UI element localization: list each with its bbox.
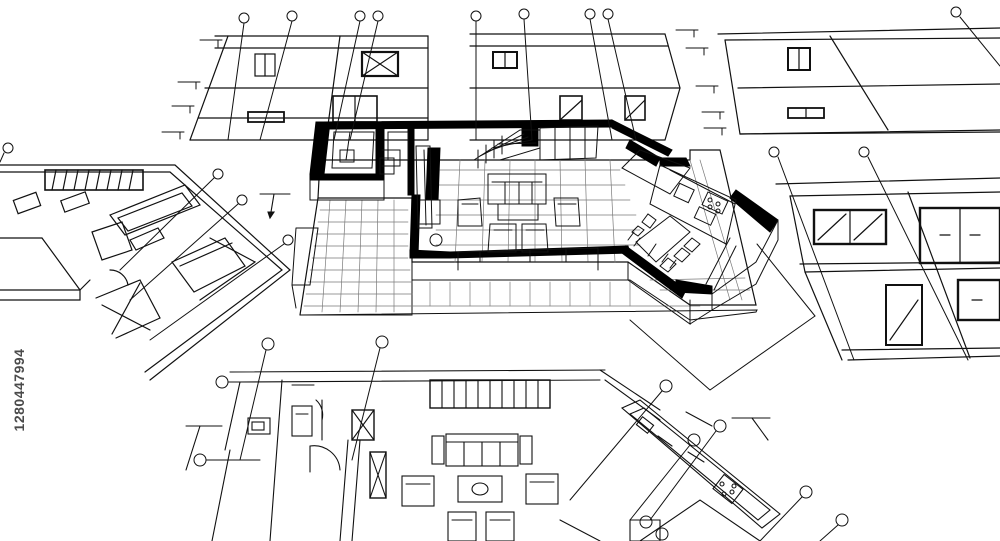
slab-extension xyxy=(629,243,816,391)
stock-id-watermark: 1280447994 xyxy=(11,290,27,490)
interior-outlines xyxy=(291,125,779,325)
grid-leader-lines xyxy=(0,6,1000,541)
elevation-top-left xyxy=(189,35,429,141)
section-markers xyxy=(185,193,771,471)
floor-plan-bottom xyxy=(211,369,781,541)
stock-id-text: 1280447994 xyxy=(11,348,27,432)
living-room-furniture xyxy=(457,173,599,271)
elevation-level-markers xyxy=(161,29,727,140)
walls xyxy=(309,119,779,299)
floor-plan-left xyxy=(0,164,291,381)
elevation-top-right xyxy=(717,27,1000,135)
elevation-right xyxy=(775,177,1000,361)
